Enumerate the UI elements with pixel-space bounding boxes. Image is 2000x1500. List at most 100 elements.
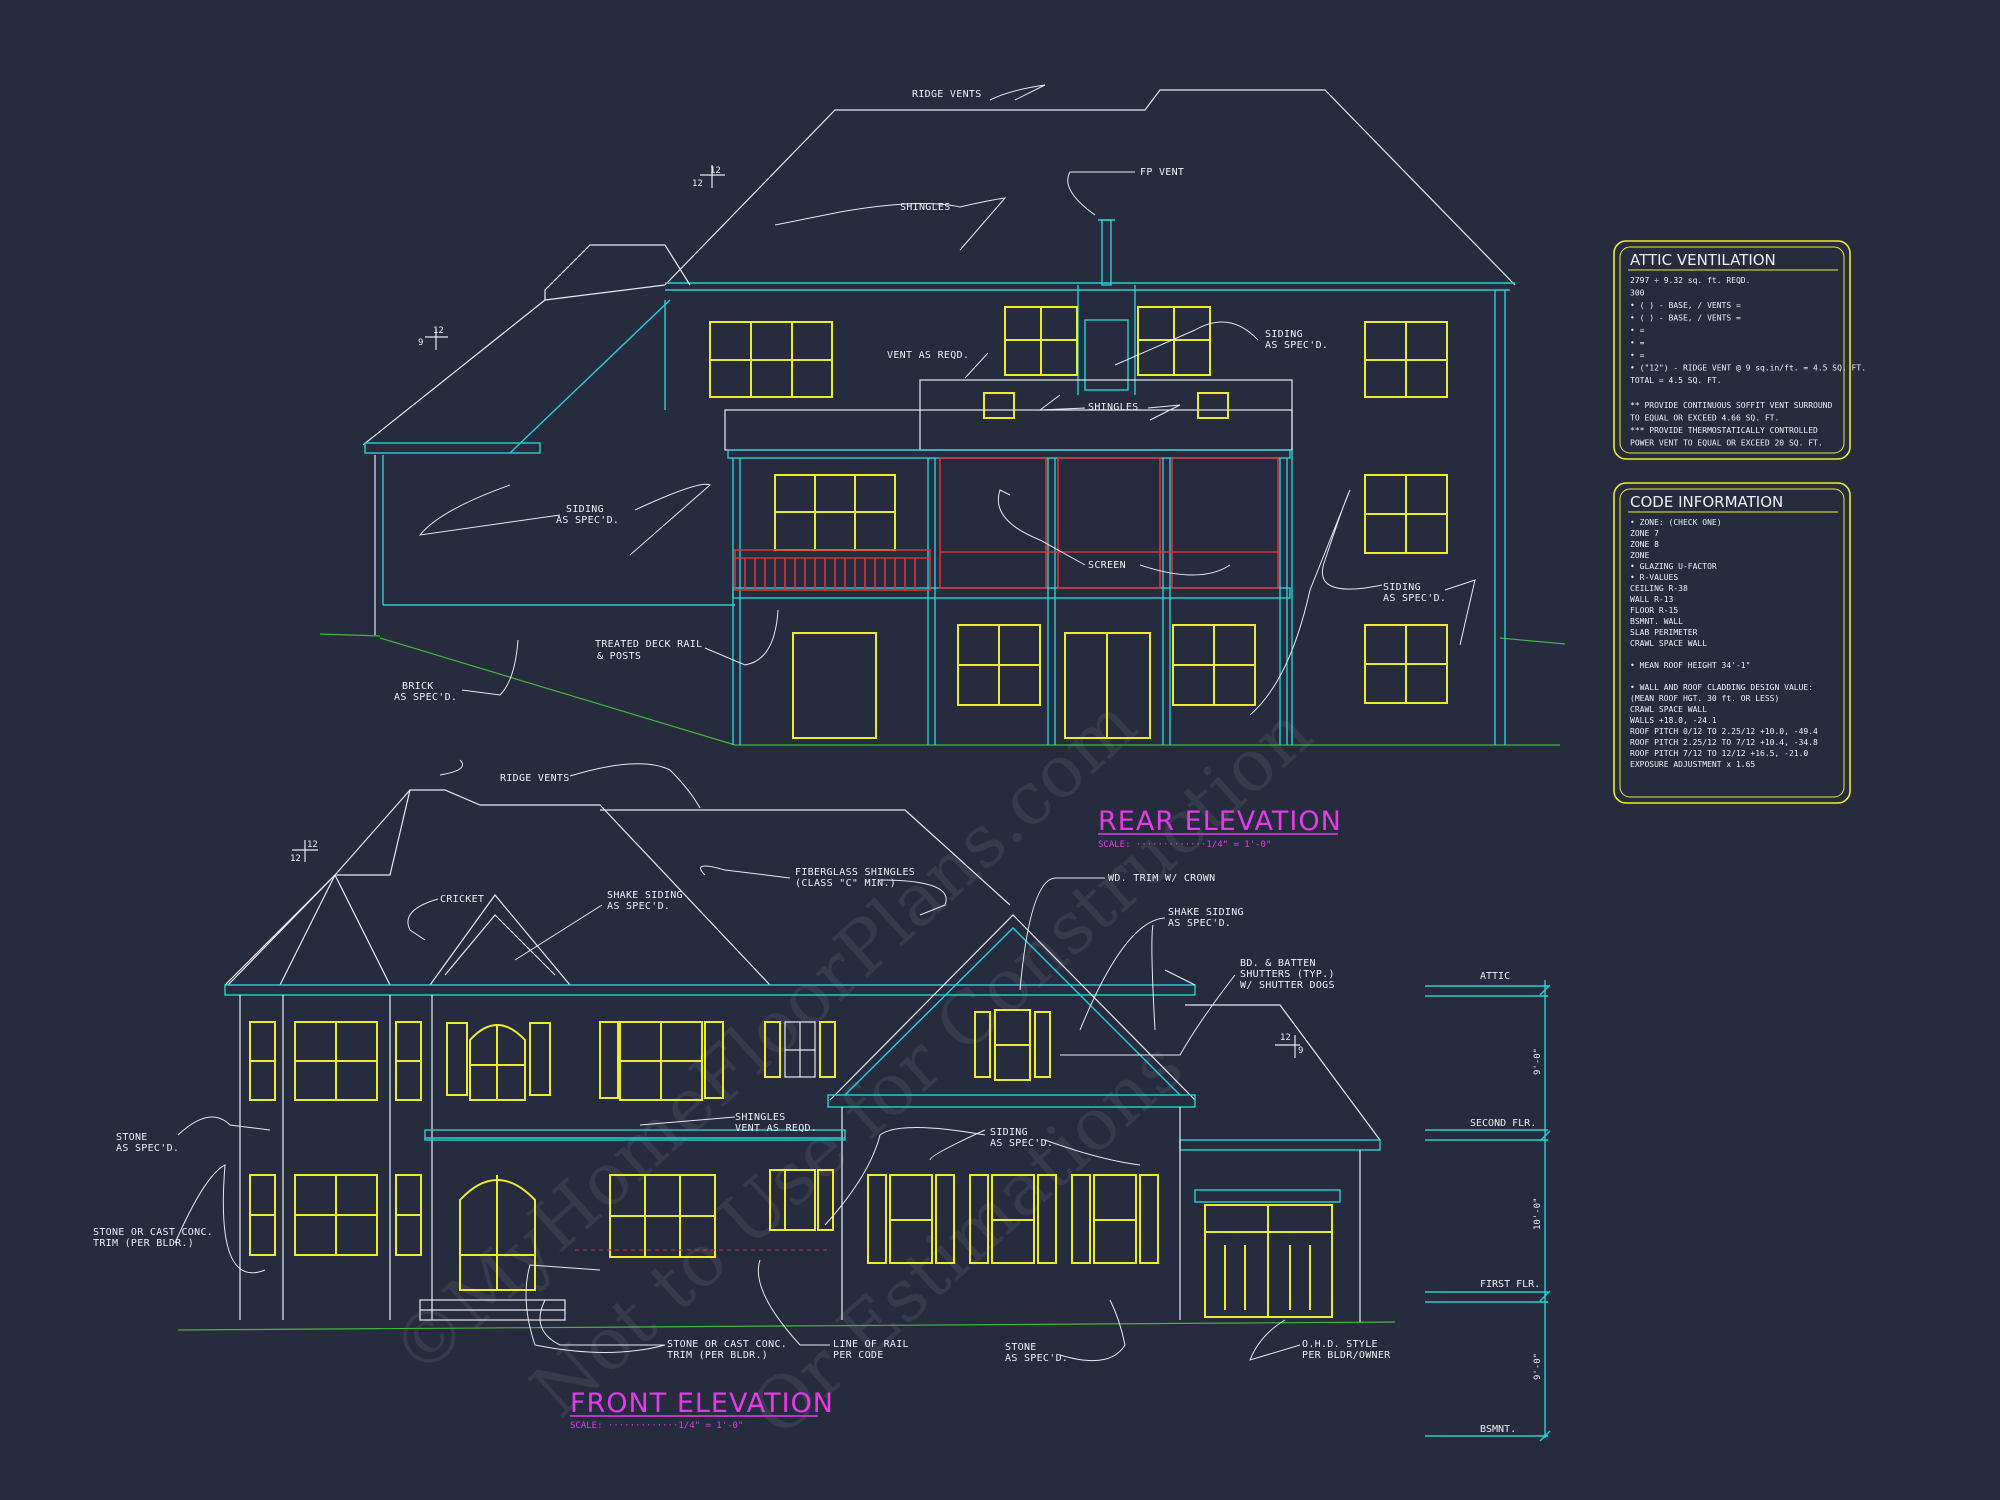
panel-line: 2797 ÷ 9.32 sq. ft. REQD. xyxy=(1630,276,1750,285)
rear-vent-left xyxy=(983,392,1015,419)
front-note-ridge-vents: RIDGE VENTS xyxy=(500,773,570,784)
leader-shake-siding xyxy=(514,904,603,961)
level-second-label: SECOND FLR. xyxy=(1470,1118,1536,1129)
rear-note-shingles-mid: SHINGLES xyxy=(1088,402,1139,413)
panel-line: • ("12") - RIDGE VENT @ 9 sq.in/ft. = 4.… xyxy=(1630,364,1866,373)
level-markers: ATTIC SECOND FLR. FIRST FLR. BSMNT. 9'-0… xyxy=(1425,971,1551,1442)
attic-ventilation-lines: 2797 ÷ 9.32 sq. ft. REQD. 300 • ( ) - BASE… xyxy=(1630,276,1866,448)
front-eave-end xyxy=(1164,969,1196,986)
rear-note-fp-vent: FP VENT xyxy=(1140,167,1184,178)
front-pitch-symbol-a: 12 12 xyxy=(290,840,318,864)
leader-siding-far-b xyxy=(1444,579,1476,646)
rear-note-siding-left-1: SIDING xyxy=(566,504,604,515)
front-arched-window xyxy=(469,1024,526,1101)
rear-deck-rail xyxy=(734,549,931,591)
rear-windows-second xyxy=(709,306,1448,398)
code-information-lines: • ZONE: (CHECK ONE) ZONE 7 ZONE 8 ZONE• … xyxy=(1630,518,1818,769)
rear-screen-panel xyxy=(1171,457,1279,589)
front-cricket-gable xyxy=(429,894,571,986)
rear-note-brick-2: AS SPEC'D. xyxy=(394,692,457,703)
front-note-stone-trim-b1: STONE OR CAST CONC. xyxy=(667,1339,787,1350)
front-note-fiberglass-2: (CLASS "C" MIN.) xyxy=(795,878,896,889)
panel-line: TO EQUAL OR EXCEED 4.66 SQ. FT. xyxy=(1630,414,1779,423)
rear-left-roof-ridge xyxy=(544,244,691,300)
rear-note-shingles-top: SHINGLES xyxy=(900,202,951,213)
front-shutter xyxy=(969,1174,989,1264)
rear-screen-panel xyxy=(1057,457,1161,589)
code-panel-inner xyxy=(1619,488,1845,798)
level-dim-2: 10'-0" xyxy=(1533,1197,1543,1230)
rear-vent-right xyxy=(1197,392,1229,419)
watermark: ©MyHomeFloorPlans.com Not to Use for Con… xyxy=(375,681,1327,1453)
dim-tick xyxy=(1539,1130,1551,1142)
pitch-b-rise: 12 xyxy=(433,326,444,336)
front-pitch-symbol-b: 12 9 xyxy=(1275,1033,1303,1058)
rear-screen-panel xyxy=(939,457,1047,589)
front-right-gable xyxy=(829,914,1196,1101)
leader-brick xyxy=(461,639,519,696)
leader-shutters xyxy=(1060,974,1236,1056)
front-turret-roof xyxy=(227,873,391,986)
rear-elevation-scale: SCALE: ·············1/4" = 1'-0" xyxy=(1098,840,1271,850)
front-gable-eave xyxy=(827,1094,1196,1108)
front-note-shingles-1: SHINGLES xyxy=(735,1112,786,1123)
panel-line: • = xyxy=(1630,339,1645,348)
panel-line: ** PROVIDE CONTINUOUS SOFFIT VENT SURROU… xyxy=(1630,401,1832,410)
leader-screen-b xyxy=(1139,564,1231,576)
rear-left-eave xyxy=(364,442,541,454)
front-right-gable-trim xyxy=(844,927,1181,1096)
panel-line: ZONE 7 xyxy=(1630,529,1659,538)
panel-line: • = xyxy=(1630,326,1645,335)
panel-line: • R-VALUES xyxy=(1630,573,1678,582)
panel-line: 300 xyxy=(1630,289,1645,298)
front-note-stone-trim-b2: TRIM (PER BLDR.) xyxy=(667,1350,768,1361)
front-windows-lower xyxy=(249,1169,1159,1291)
panel-line: • ( ) - BASE, / VENTS = xyxy=(1630,301,1741,310)
panel-line: ROOF PITCH 2.25/12 TO 7/12 +10.4, -34.8 xyxy=(1630,738,1818,747)
front-shutter xyxy=(446,1022,468,1096)
front-pitch-b-run: 9 xyxy=(1298,1046,1303,1056)
front-note-shake-r1: SHAKE SIDING xyxy=(1168,907,1244,918)
front-note-wd-trim: WD. TRIM W/ CROWN xyxy=(1108,873,1215,884)
panel-line: • = xyxy=(1630,351,1645,360)
front-note-stone-b2: AS SPEC'D. xyxy=(1005,1353,1068,1364)
rear-left-roof xyxy=(362,284,666,446)
front-note-shake-1: SHAKE SIDING xyxy=(607,890,683,901)
attic-panel-frame xyxy=(1613,240,1851,460)
rear-pitch-symbol-b: 12 9 xyxy=(418,326,448,350)
front-pitch-b-rise: 12 xyxy=(1280,1033,1291,1043)
leader-cricket xyxy=(407,898,439,941)
attic-panel-inner xyxy=(1619,246,1845,454)
front-shutter xyxy=(867,1174,887,1264)
level-first-label: FIRST FLR. xyxy=(1480,1279,1540,1290)
leader-front-ridge-vents-a xyxy=(439,759,463,776)
leader-line-rail xyxy=(757,1259,830,1346)
panel-line: ROOF PITCH 7/12 TO 12/12 +16.5, -21.0 xyxy=(1630,749,1808,758)
level-basement-label: BSMNT. xyxy=(1480,1424,1516,1435)
rear-elevation-title: REAR ELEVATION xyxy=(1098,806,1342,837)
front-shutter xyxy=(1034,1011,1051,1078)
front-note-siding-1: SIDING xyxy=(990,1127,1028,1138)
panel-line: SLAB PERIMETER xyxy=(1630,628,1698,637)
panel-line: WALL R-13 xyxy=(1630,595,1674,604)
front-entry-door xyxy=(459,1179,536,1291)
front-note-shake-2: AS SPEC'D. xyxy=(607,901,670,912)
code-information-title: CODE INFORMATION xyxy=(1630,493,1783,511)
front-pitch-a-run: 12 xyxy=(290,854,301,864)
front-note-stone-trim-1: STONE OR CAST CONC. xyxy=(93,1227,213,1238)
rear-grade-line xyxy=(379,637,1560,746)
panel-line: TOTAL = 4.5 SQ. FT. xyxy=(1630,376,1722,385)
front-windows-upper xyxy=(249,1009,1051,1101)
front-shutter xyxy=(529,1022,551,1096)
rear-basement-door xyxy=(792,632,877,739)
leader-fiberglass xyxy=(700,865,791,879)
panel-line: • GLAZING U-FACTOR xyxy=(1630,562,1717,571)
dim-tick xyxy=(1539,1290,1551,1302)
panel-line: EXPOSURE ADJUSTMENT x 1.65 xyxy=(1630,760,1755,769)
rear-note-siding-right-2: AS SPEC'D. xyxy=(1265,340,1328,351)
front-garage-eave xyxy=(1179,1139,1381,1151)
front-elevation-title: FRONT ELEVATION xyxy=(570,1388,834,1419)
front-note-stone-b1: STONE xyxy=(1005,1342,1037,1353)
rear-note-siding-right-1: SIDING xyxy=(1265,329,1303,340)
rear-left-rake xyxy=(509,299,671,454)
